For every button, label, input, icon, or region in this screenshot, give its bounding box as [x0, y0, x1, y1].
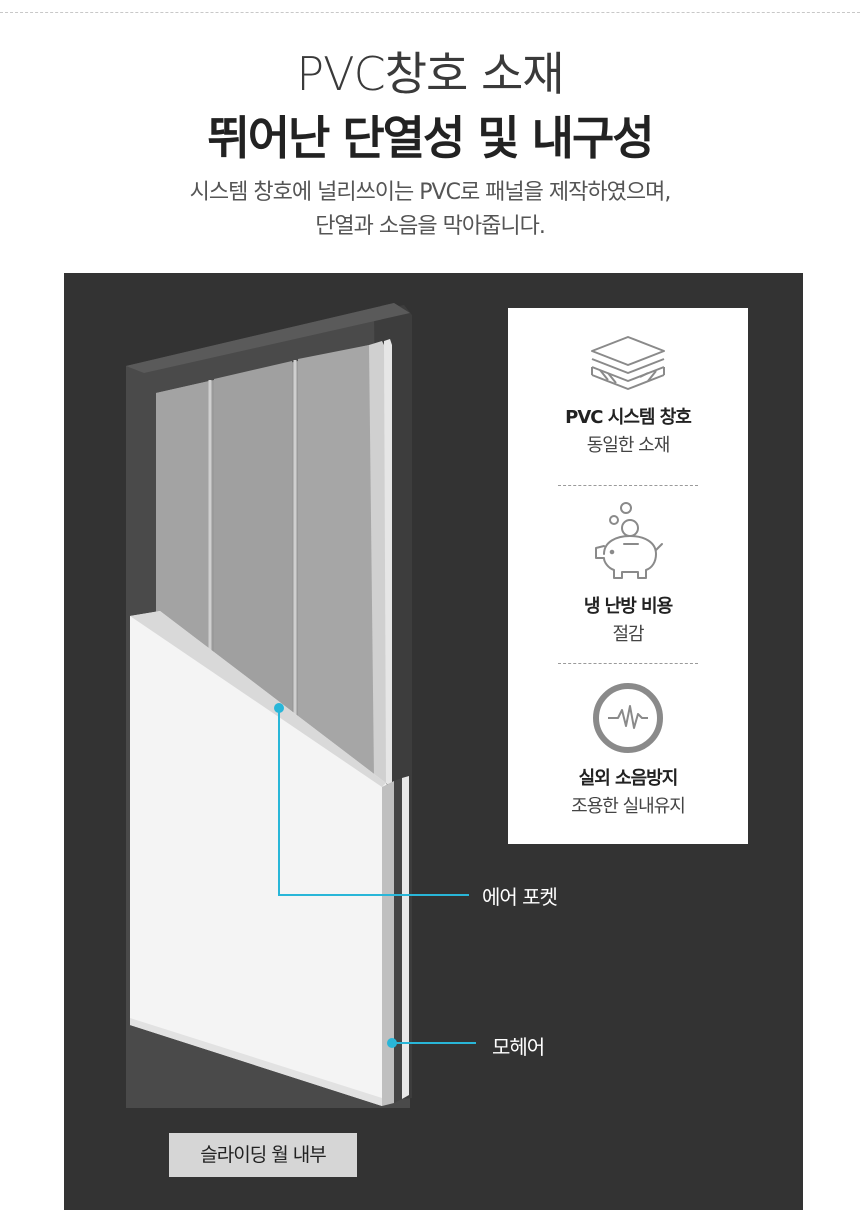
feature-title: 냉 난방 비용	[583, 596, 673, 617]
feature-item: 냉 난방 비용 절감	[508, 498, 748, 646]
layers-icon	[591, 336, 665, 390]
description: 시스템 창호에 널리쓰이는 PVC로 패널을 제작하였으며, 단열과 소음을 막…	[0, 176, 860, 244]
front-slab-bevel	[130, 611, 386, 787]
top-divider	[0, 12, 860, 13]
description-line-2: 단열과 소음을 막아줍니다.	[315, 214, 546, 239]
air-pocket-label: 에어 포켓	[482, 885, 558, 909]
inner-panel-mid	[214, 361, 292, 713]
title-bold: 뛰어난 단열성 및 내구성	[207, 111, 654, 165]
mohair-label: 모헤어	[492, 1035, 545, 1059]
glass-edge	[369, 341, 386, 783]
feature-subtitle: 조용한 실내유지	[571, 796, 686, 817]
inner-panel-left	[156, 381, 209, 649]
feature-item: 실외 소음방지 조용한 실내유지	[508, 680, 748, 818]
frame-side-light	[402, 776, 409, 1099]
glass-edge-2	[384, 339, 392, 788]
feature-item: PVC 시스템 창호 동일한 소재	[508, 333, 748, 457]
top-edge	[126, 303, 410, 373]
illustration-panel: 에어 포켓 모헤어 PVC 시스템 창호 동일한 소재	[64, 273, 803, 1210]
caption-badge: 슬라이딩 월 내부	[169, 1133, 357, 1177]
front-white-slab	[130, 611, 392, 1106]
panel-cross-section-illustration	[126, 303, 476, 1108]
inner-panel-right	[298, 345, 374, 778]
title-light: PVC창호 소재	[296, 47, 564, 101]
front-slab-bottom	[130, 1018, 382, 1106]
feature-title: 실외 소음방지	[578, 768, 679, 789]
feature-subtitle: 절감	[612, 624, 644, 645]
sound-wave-icon	[593, 683, 663, 753]
frame-side	[382, 781, 394, 1106]
feature-card: PVC 시스템 창호 동일한 소재 냉 난방 비용 절감	[508, 308, 748, 844]
feature-subtitle: 동일한 소재	[586, 435, 671, 456]
feature-title: PVC 시스템 창호	[565, 407, 692, 428]
piggy-bank-icon	[595, 502, 663, 579]
frame-side-dark	[394, 778, 402, 1103]
air-pocket-leader	[278, 708, 469, 896]
feature-divider	[558, 663, 698, 664]
description-line-1: 시스템 창호에 널리쓰이는 PVC로 패널을 제작하였으며,	[189, 180, 672, 205]
feature-divider	[558, 485, 698, 486]
